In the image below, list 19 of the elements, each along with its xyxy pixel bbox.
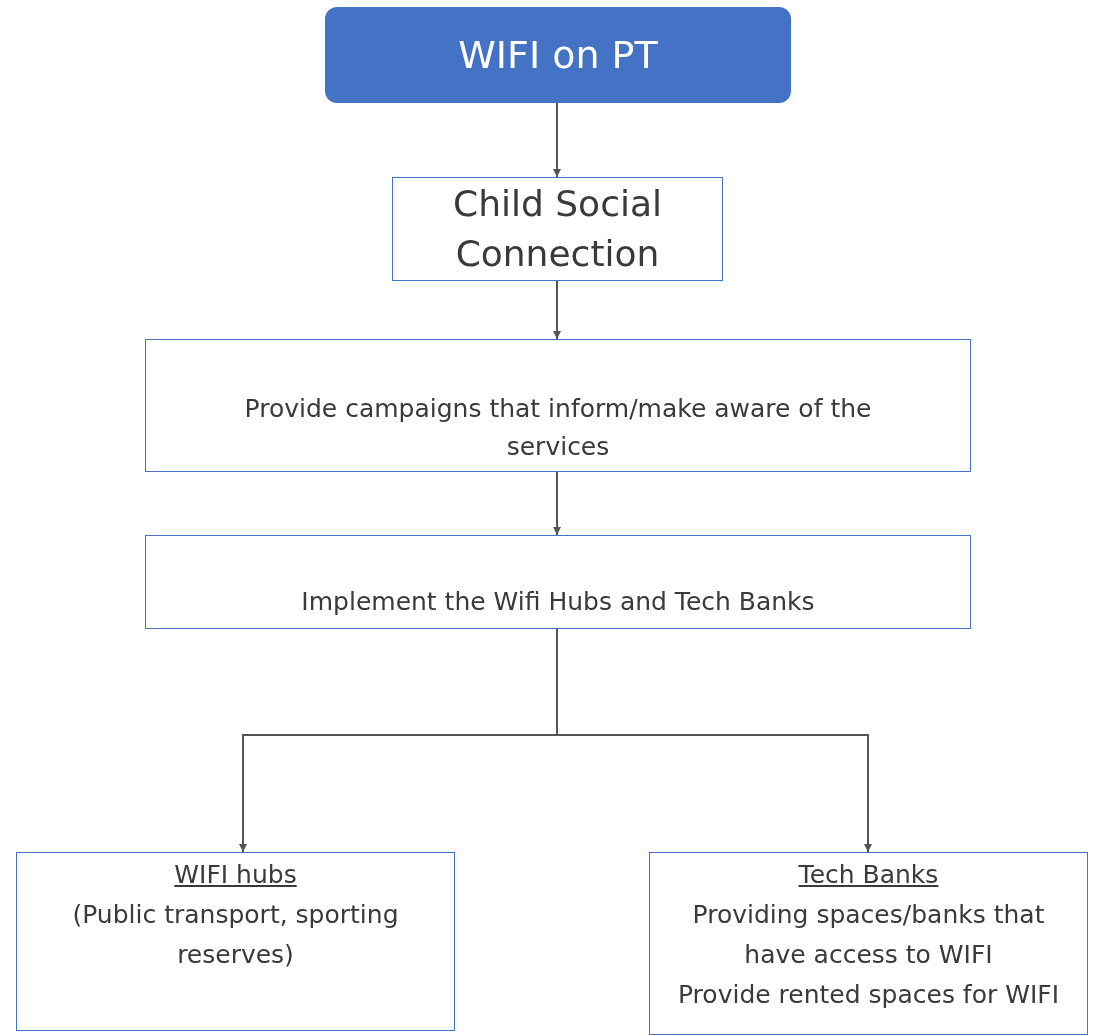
box-text: Provide rented spaces for WIFI: [678, 979, 1059, 1011]
box-text: (Public transport, sporting reserves): [71, 899, 400, 971]
process-box: [145, 339, 971, 472]
process-box: [16, 852, 455, 1031]
arrow: [556, 628, 872, 853]
box-heading: Tech Banks: [798, 859, 939, 891]
box-text: WIFI on PT: [458, 33, 658, 77]
box-text: Provide campaigns that inform/make aware of the services: [243, 392, 873, 464]
box-text: Providing spaces/banks that have access to WIFI: [691, 899, 1046, 971]
process-box: [649, 852, 1088, 1035]
arrow: [553, 102, 561, 178]
box-heading: WIFI hubs: [174, 859, 297, 891]
box-text: Child Social Connection: [452, 181, 663, 276]
arrow: [553, 280, 561, 340]
arrow: [553, 471, 561, 536]
title-box: [325, 7, 791, 103]
process-box: [145, 535, 971, 629]
box-text: Implement the Wifi Hubs and Tech Banks: [301, 586, 815, 619]
process-box: [392, 177, 723, 281]
